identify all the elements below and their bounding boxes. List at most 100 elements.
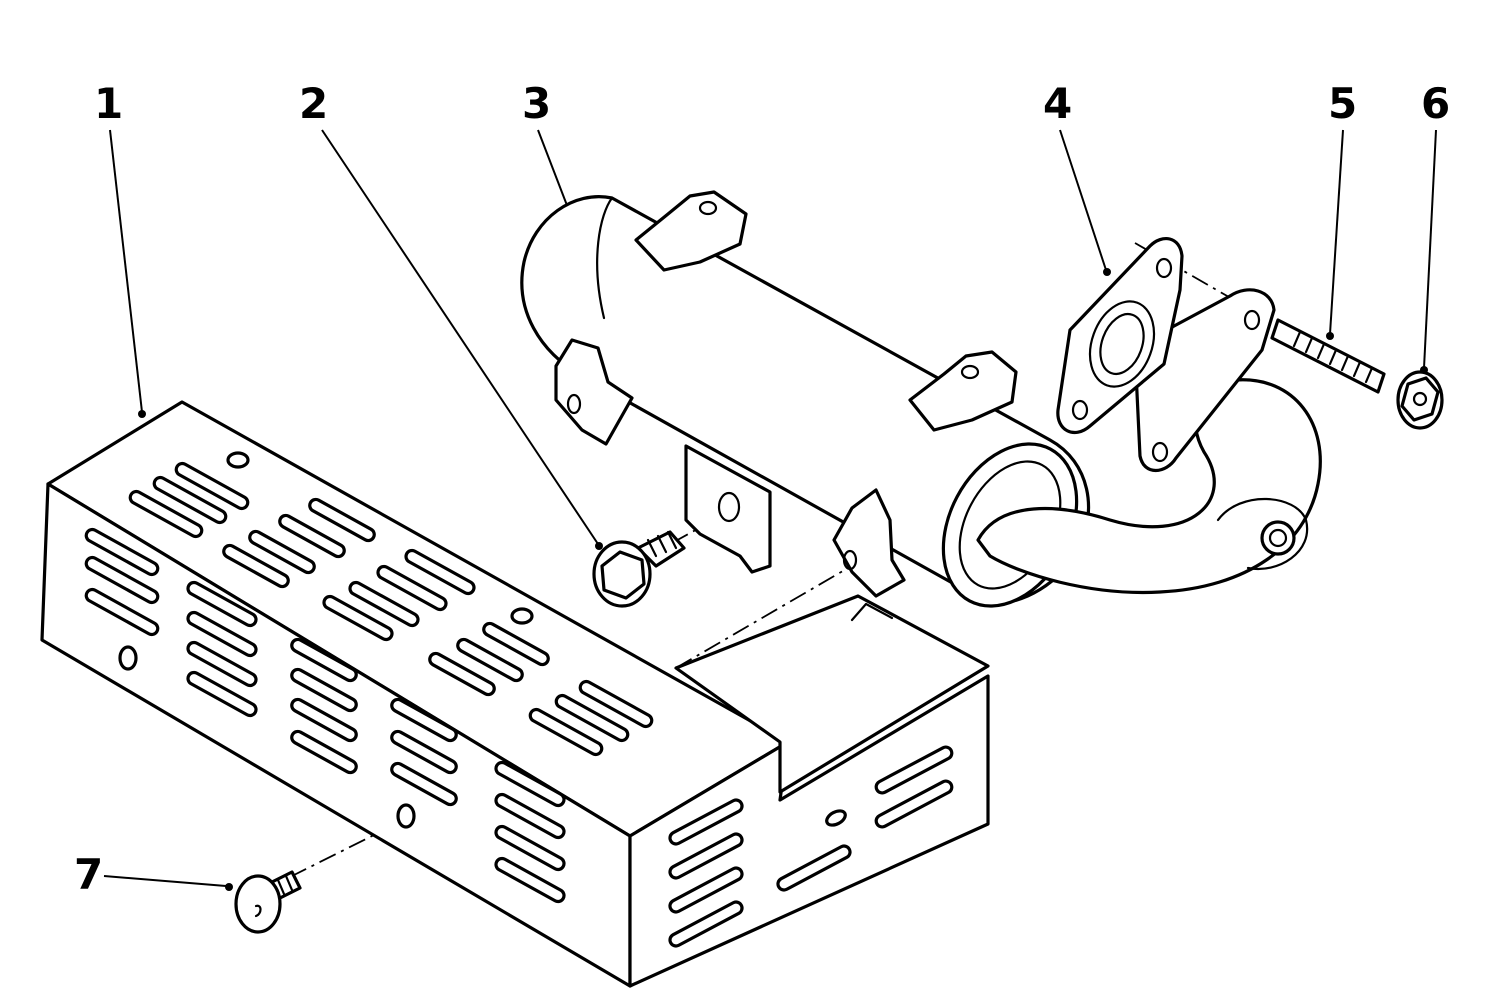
vent-slot	[668, 798, 744, 846]
callout-label-5: 5	[1328, 79, 1357, 128]
vent-slot	[874, 779, 954, 829]
vent-slot	[482, 621, 550, 667]
elbow-plug-inner	[1268, 528, 1288, 548]
cover-mount-hole-icon	[510, 607, 534, 625]
bolt-hex-head	[600, 550, 646, 600]
stud-bolt	[1270, 318, 1386, 394]
gasket-plate	[1056, 237, 1184, 434]
gasket-port	[1088, 300, 1156, 388]
leader-dot-5	[1326, 332, 1334, 340]
callout-label-7: 7	[74, 850, 103, 899]
flange-bolt-hole-icon	[1243, 309, 1261, 331]
vent-slot	[290, 637, 358, 683]
hex-bolt	[592, 530, 686, 608]
vent-slot	[494, 792, 566, 840]
vent-slot	[84, 587, 160, 637]
strap-hole-icon	[566, 393, 582, 415]
cover-screw-hole-icon	[118, 645, 138, 671]
screw-slot	[254, 904, 262, 918]
vent-slot	[186, 670, 258, 718]
vent-slot	[348, 580, 420, 628]
leader-dot-2	[595, 542, 603, 550]
leader-dot-4	[1103, 268, 1111, 276]
callout-label-1: 1	[94, 79, 123, 128]
leader-line-4	[1059, 129, 1107, 271]
flange-bolt-hole-icon	[1151, 441, 1169, 463]
vent-slot	[174, 461, 250, 511]
vent-slot	[278, 513, 346, 559]
vent-slot	[248, 529, 316, 575]
leader-dot-7	[225, 883, 233, 891]
front-vent-slots	[84, 527, 566, 904]
vent-slot	[578, 679, 654, 729]
exhaust-elbow-pipe	[976, 378, 1322, 595]
muffler-bracket	[684, 444, 772, 574]
gasket-bolt-hole-icon	[1071, 399, 1089, 421]
vent-slot	[668, 866, 744, 914]
vent-slot	[428, 651, 496, 697]
vent-slot	[186, 640, 258, 688]
vent-slot	[376, 564, 448, 612]
vent-slot	[390, 697, 458, 743]
nut-hex	[1400, 376, 1440, 422]
vent-slot	[186, 610, 258, 658]
vent-slot	[290, 667, 358, 713]
leader-line-6	[1423, 129, 1437, 369]
strap-hole-icon	[698, 200, 718, 216]
strap-hole-icon	[960, 364, 980, 380]
leader-line-1	[109, 129, 143, 413]
vent-slot	[494, 856, 566, 904]
vent-slot	[152, 475, 228, 525]
vent-slot	[222, 543, 290, 589]
vent-slot	[494, 760, 566, 808]
vent-slot	[186, 580, 258, 628]
vent-slot	[776, 844, 852, 892]
cover-screw	[234, 870, 302, 934]
muffler	[520, 190, 1322, 608]
gasket-port-inner	[1099, 312, 1145, 376]
leader-lines	[103, 129, 1437, 891]
vent-slot	[494, 824, 566, 872]
cover-mount-hole-icon	[226, 451, 250, 469]
cover-screw-hole-icon	[396, 803, 416, 829]
gasket-bolt-hole-icon	[1155, 257, 1173, 279]
leader-line-7	[103, 875, 227, 887]
leader-line-3	[537, 129, 569, 209]
centerline-cover-mount	[675, 567, 849, 669]
cover-rear-extension	[674, 594, 990, 794]
bolt-thread	[646, 530, 678, 558]
callout-label-3: 3	[522, 79, 551, 128]
vent-slot	[404, 548, 476, 596]
elbow-plug-icon	[1260, 520, 1296, 556]
stud-thread	[1292, 330, 1374, 384]
bracket-bolt-hole-icon	[717, 491, 741, 523]
vent-slot	[322, 594, 394, 642]
vent-slot	[456, 637, 524, 683]
vent-slot	[308, 497, 376, 543]
vent-slot	[290, 729, 358, 775]
elbow-boss	[1216, 497, 1309, 571]
muffler-strap-top-rear	[634, 190, 748, 272]
vent-slot	[668, 900, 744, 948]
vent-slot	[84, 527, 160, 577]
top-vent-slots	[128, 451, 654, 757]
flange-nut	[1396, 370, 1444, 430]
callout-label-4: 4	[1043, 79, 1072, 128]
muffler-cover	[40, 400, 990, 988]
cover-end-hole-icon	[825, 809, 847, 827]
screw-thread	[276, 874, 294, 896]
gasket	[1056, 237, 1184, 434]
strap-hole-icon	[842, 549, 858, 571]
vent-slot	[874, 745, 954, 795]
muffler-strap-bottom-rear	[554, 338, 634, 446]
vent-slot	[128, 489, 204, 539]
leader-dot-1	[138, 410, 146, 418]
vent-slot	[554, 693, 630, 743]
vent-slot	[390, 729, 458, 775]
vent-slot	[528, 707, 604, 757]
muffler-strap-top-front	[908, 350, 1018, 432]
end-vent-slots	[668, 745, 954, 948]
vent-slot	[290, 697, 358, 743]
